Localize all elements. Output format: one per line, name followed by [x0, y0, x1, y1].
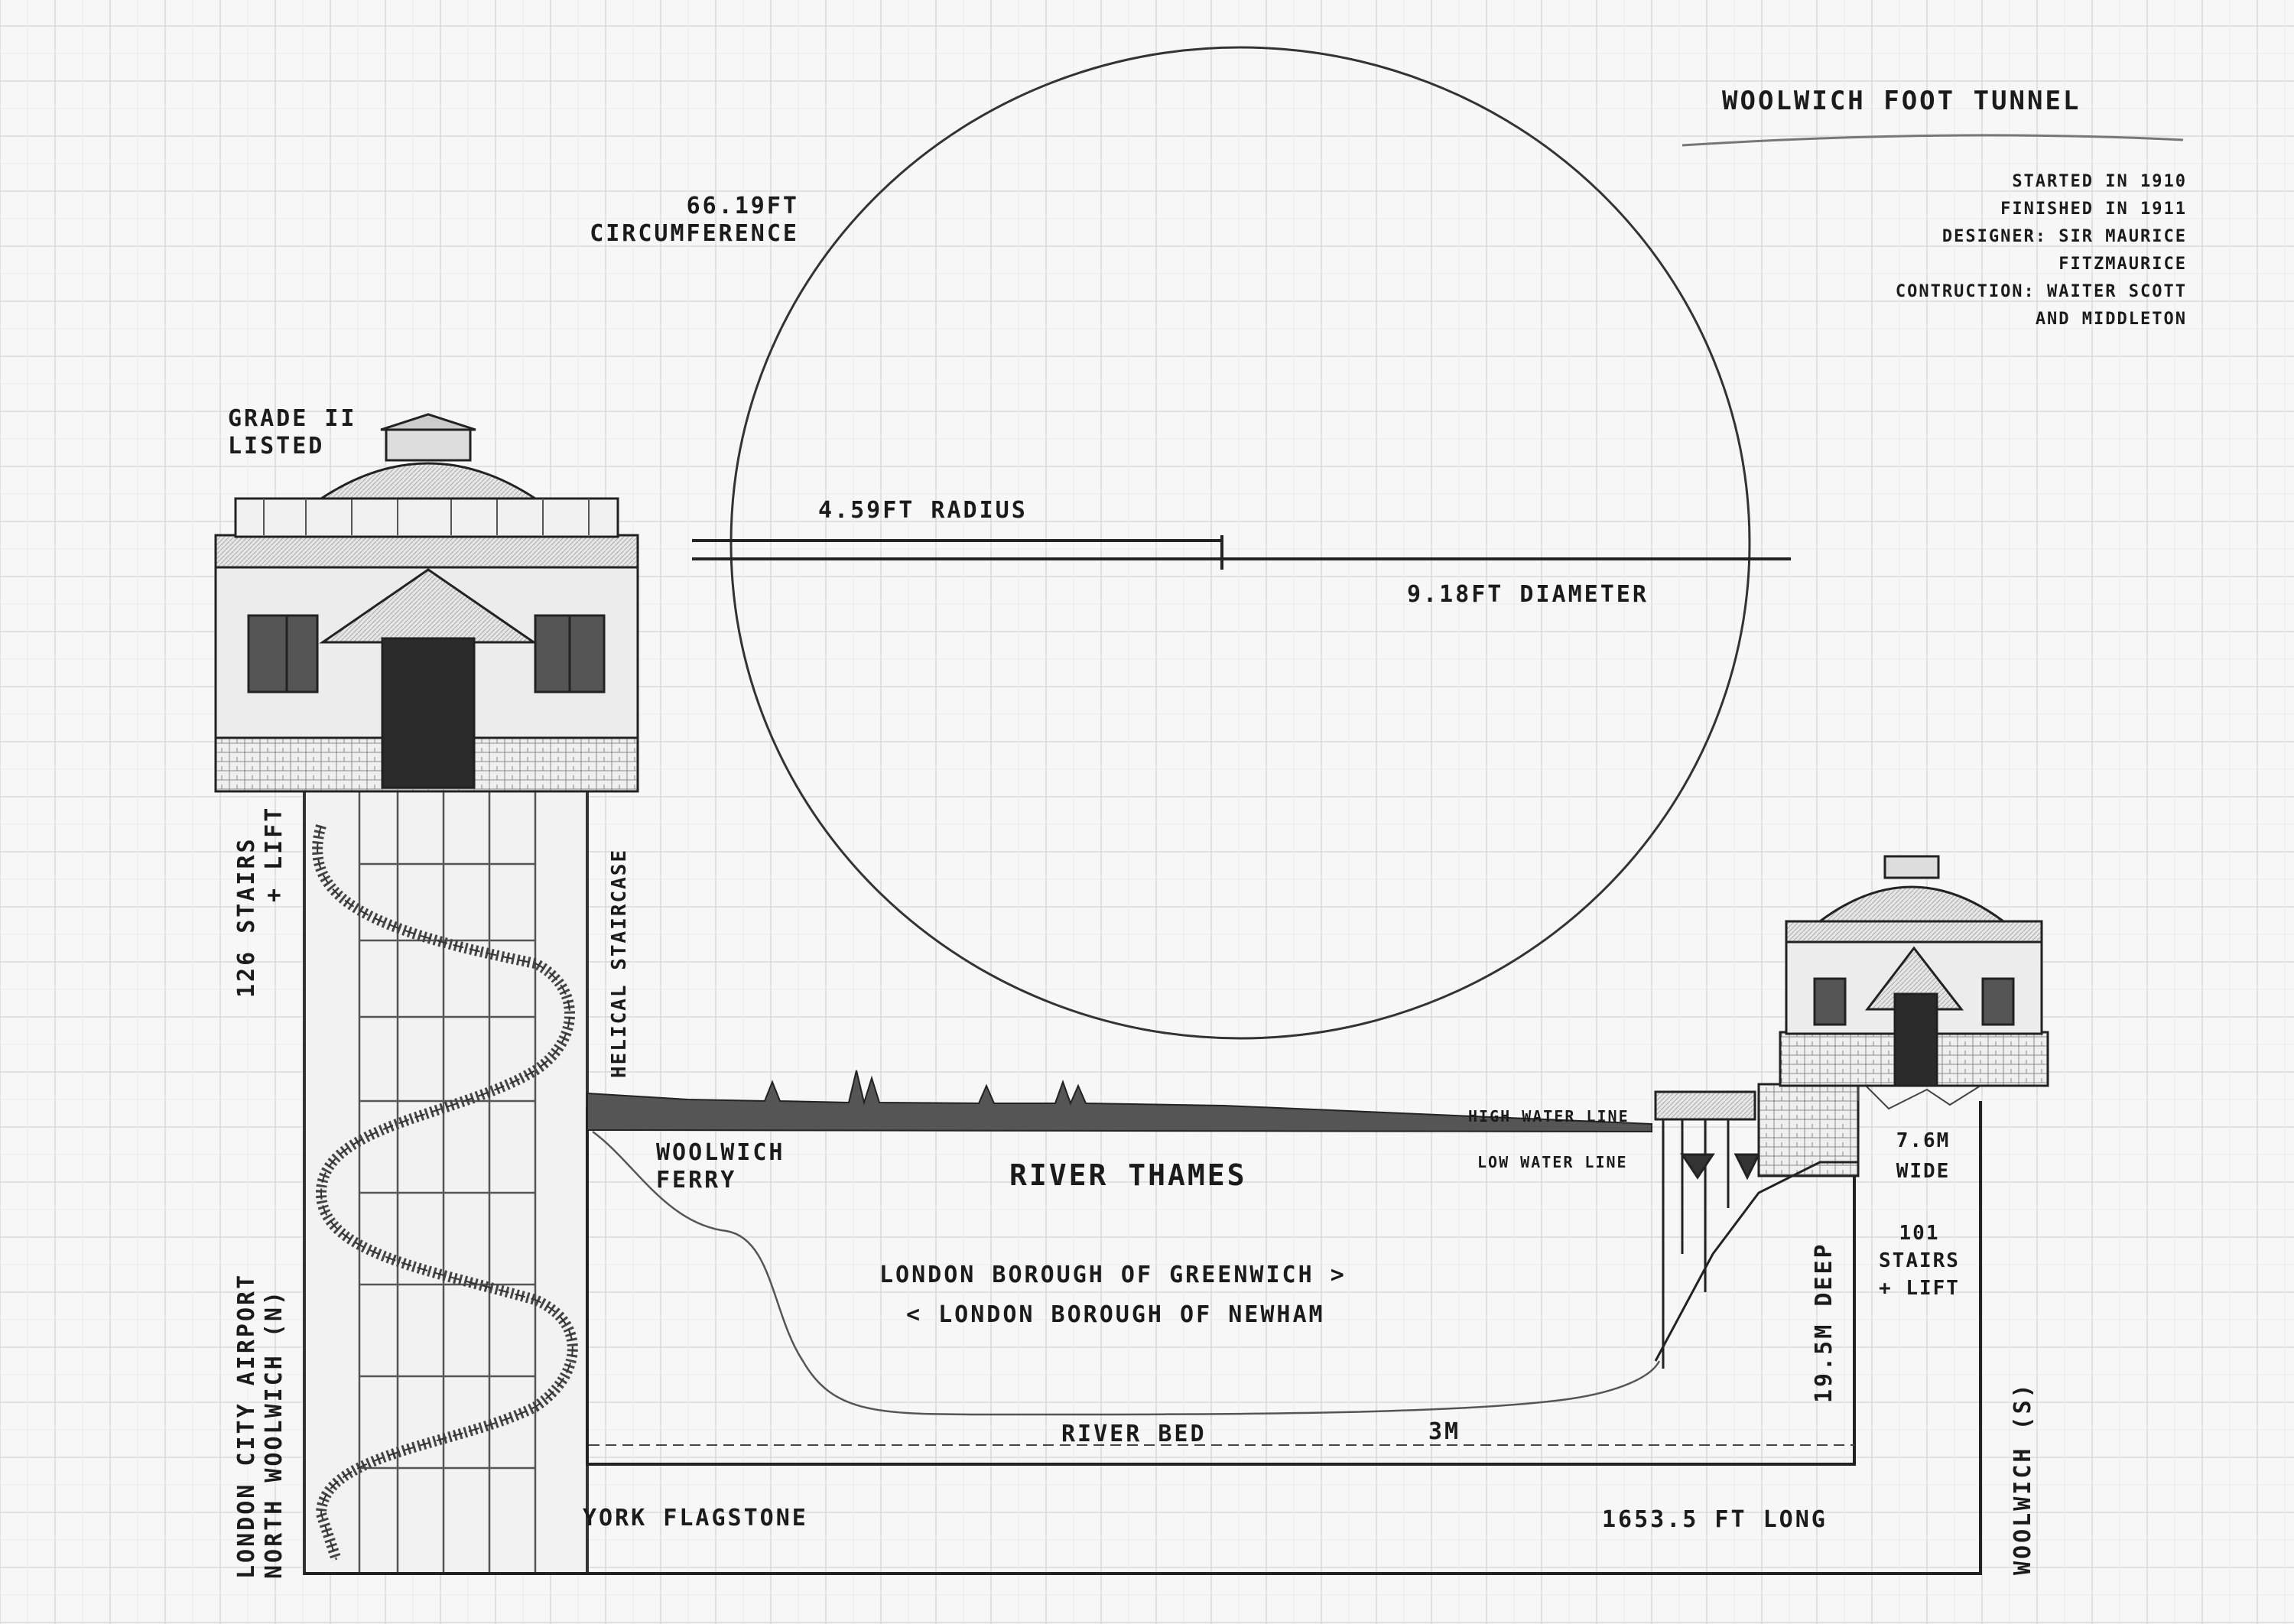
north-stairs-lift: + LIFT — [261, 805, 288, 902]
south-pier — [1654, 1083, 1981, 1369]
north-stairs-count: 126 STAIRS — [233, 836, 260, 998]
tunnel-cross-section-circle — [692, 46, 1791, 1040]
north-shaft — [303, 786, 589, 1575]
south-width-value: 7.6M — [1896, 1129, 1951, 1152]
river-bed-profile — [592, 1130, 1661, 1416]
info-finished: FINISHED IN 1911 — [2000, 200, 2187, 219]
info-construction: CONTRUCTION: WAITER SCOTT — [1895, 282, 2187, 301]
diameter-label: 9.18FT DIAMETER — [1407, 581, 1649, 608]
river-name: RIVER THAMES — [1009, 1158, 1247, 1192]
north-location-line-1: LONDON CITY AIRPORT — [233, 1272, 260, 1579]
tunnel-length-label: 1653.5 FT LONG — [1602, 1506, 1828, 1533]
helical-staircase-label: HELICAL STAIRCASE — [608, 848, 631, 1078]
south-width-label: WIDE — [1896, 1160, 1951, 1183]
info-construction-name: AND MIDDLETON — [2035, 310, 2187, 329]
circumference-value: 66.19FT — [686, 193, 799, 219]
ferry-label: WOOLWICH — [656, 1139, 785, 1166]
south-location-label: WOOLWICH (S) — [2010, 1382, 2036, 1575]
river-bed-label: RIVER BED — [1061, 1421, 1207, 1447]
north-bank-vegetation — [586, 1070, 1652, 1133]
diagram-title: WOOLWICH FOOT TUNNEL — [1722, 86, 2081, 116]
ferry-label-2: FERRY — [656, 1167, 737, 1194]
tunnel-floor-label: YORK FLAGSTONE — [583, 1505, 808, 1531]
low-water-line-label: LOW WATER LINE — [1477, 1153, 1628, 1171]
newham-borough-label: < LONDON BOROUGH OF NEWHAM — [906, 1301, 1325, 1328]
title-underline — [1682, 134, 2184, 147]
radius-label: 4.59FT RADIUS — [818, 497, 1028, 524]
info-designer-name: FITZMAURICE — [2058, 255, 2187, 274]
grade-listed-label: GRADE II — [228, 405, 357, 432]
south-depth-label: 19.5M DEEP — [1811, 1242, 1837, 1403]
info-designer: DESIGNER: SIR MAURICE — [1941, 227, 2187, 246]
south-stairs-label: STAIRS — [1879, 1249, 1960, 1272]
south-stairs-lift: + LIFT — [1879, 1277, 1960, 1300]
south-entrance-building — [1779, 855, 2049, 1087]
circumference-label: CIRCUMFERENCE — [590, 220, 799, 247]
south-stairs-count: 101 — [1899, 1222, 1940, 1245]
greenwich-borough-label: LONDON BOROUGH OF GREENWICH > — [879, 1262, 1347, 1288]
grade-listed-label-2: LISTED — [228, 433, 325, 460]
info-started: STARTED IN 1910 — [2012, 172, 2187, 191]
north-entrance-building — [214, 413, 639, 793]
river-bed-depth-label: 3M — [1428, 1418, 1461, 1445]
high-water-line-label: HIGH WATER LINE — [1468, 1107, 1630, 1125]
north-location-line-2: NORTH WOOLWICH (N) — [261, 1288, 288, 1579]
